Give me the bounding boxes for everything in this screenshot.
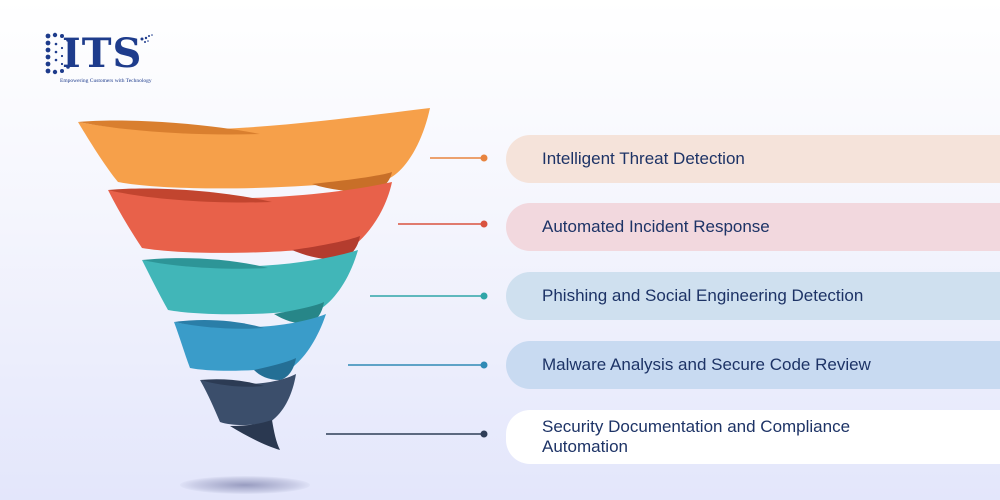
funnel-band-3 <box>142 250 358 324</box>
item-label: Intelligent Threat Detection <box>542 149 745 168</box>
spiral-funnel <box>78 108 430 450</box>
item-label: Phishing and Social Engineering Detectio… <box>542 286 864 305</box>
connector-5 <box>326 430 488 438</box>
item-label: Automated Incident Response <box>542 217 770 236</box>
item-pill-4: Malware Analysis and Secure Code Review <box>506 341 1000 389</box>
connector-2 <box>398 220 488 228</box>
connector-3 <box>370 292 488 300</box>
connector-1 <box>430 154 488 162</box>
item-pill-5: Security Documentation and Compliance Au… <box>506 410 1000 464</box>
funnel-shadow <box>180 476 310 494</box>
item-pill-3: Phishing and Social Engineering Detectio… <box>506 272 1000 320</box>
item-label: Security Documentation and Compliance Au… <box>542 417 851 456</box>
logo-dots-d-icon <box>45 32 74 75</box>
logo-wordmark: ITS <box>62 30 143 77</box>
item-pill-2: Automated Incident Response <box>506 203 1000 251</box>
logo-tagline: Empowering Customers with Technology <box>60 78 152 84</box>
connector-4 <box>348 361 488 369</box>
dits-logo: ITS Empowering Customers with Technology <box>42 30 162 88</box>
funnel-band-5 <box>200 374 296 450</box>
funnel-band-2 <box>108 182 392 260</box>
item-pill-1: Intelligent Threat Detection <box>506 135 1000 183</box>
funnel-band-4 <box>174 314 326 380</box>
item-label: Malware Analysis and Secure Code Review <box>542 355 871 374</box>
logo-sparkle-icon <box>140 34 153 43</box>
